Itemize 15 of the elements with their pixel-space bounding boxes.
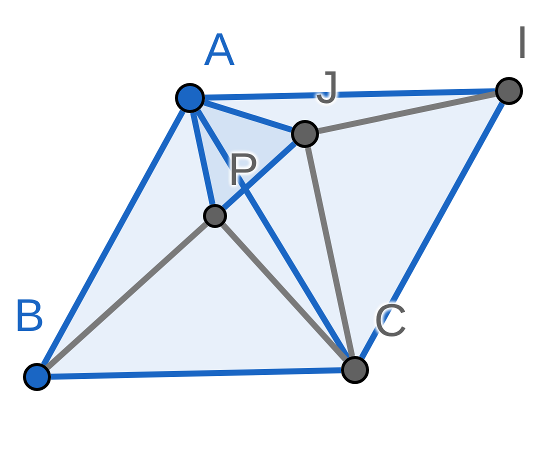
line-segment <box>50 367 342 380</box>
point-label: B <box>14 292 45 338</box>
line-segment <box>190 112 216 205</box>
point-marker <box>495 77 523 105</box>
line-segment <box>203 100 293 133</box>
line-segment <box>45 222 208 370</box>
line-segment <box>304 147 356 357</box>
point-marker <box>23 363 51 391</box>
line-segment <box>220 222 348 362</box>
point-marker <box>341 356 369 384</box>
line-segment <box>204 88 496 101</box>
point-label: I <box>516 19 529 65</box>
point-marker <box>175 83 205 113</box>
line-segment <box>318 90 496 134</box>
point-label: A <box>204 26 235 72</box>
